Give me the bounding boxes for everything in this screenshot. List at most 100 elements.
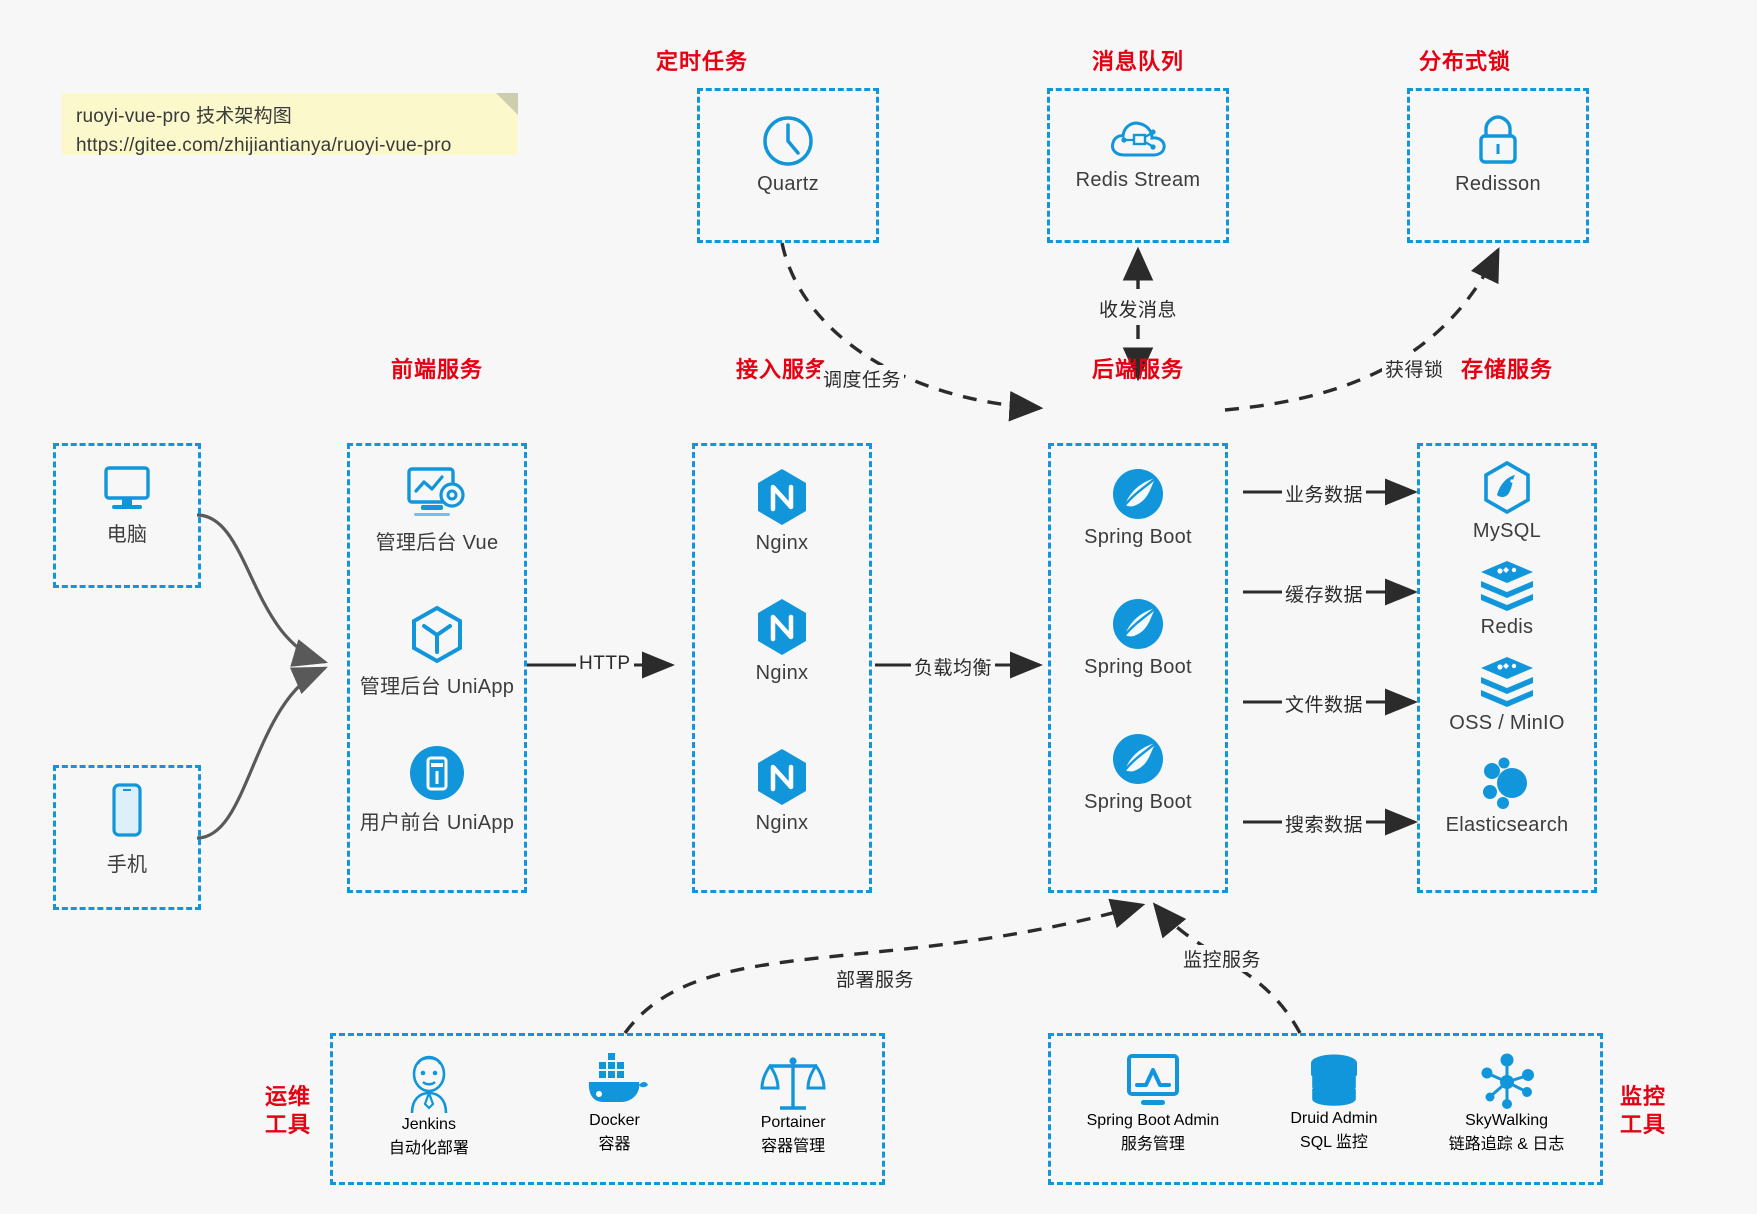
node-desc: 服务管理 bbox=[1120, 1136, 1185, 1153]
mysql-dolphin-icon bbox=[1484, 460, 1530, 515]
node-mysql[interactable]: MySQL bbox=[1420, 460, 1594, 543]
node-label: Nginx bbox=[755, 812, 809, 834]
node-label: Quartz bbox=[757, 173, 819, 195]
node-desc: 链路追踪 & 日志 bbox=[1448, 1136, 1565, 1153]
node-label: 用户前台 UniApp bbox=[359, 812, 515, 834]
client-box-desktop[interactable]: 电脑 bbox=[53, 443, 201, 588]
node-spring-boot-1[interactable]: Spring Boot bbox=[1051, 466, 1225, 549]
node-jenkins[interactable]: Jenkins 自动化部署 bbox=[389, 1052, 469, 1158]
node-portainer[interactable]: Portainer 容器管理 bbox=[760, 1052, 826, 1156]
node-admin-uniapp[interactable]: 管理后台 UniApp bbox=[350, 604, 524, 699]
dashboard-gear-icon bbox=[407, 467, 465, 516]
node-nginx-1[interactable]: Nginx bbox=[695, 466, 869, 555]
edge-label-acquire-lock: 获得锁 bbox=[1382, 355, 1447, 382]
node-name: Druid Admin bbox=[1290, 1110, 1378, 1127]
group-title-storage: 存储服务 bbox=[1460, 357, 1553, 382]
group-title-frontend: 前端服务 bbox=[390, 357, 483, 382]
group-title-devops-line2: 工具 bbox=[264, 1111, 311, 1137]
node-label: 管理后台 Vue bbox=[375, 532, 499, 554]
edge-label-schedule-task: 调度任务 bbox=[820, 365, 905, 392]
desktop-monitor-icon bbox=[104, 466, 150, 509]
spring-boot-icon bbox=[1113, 599, 1163, 649]
node-admin-vue[interactable]: 管理后台 Vue bbox=[350, 464, 524, 555]
node-desc: 自动化部署 bbox=[388, 1140, 469, 1157]
node-name: Docker bbox=[589, 1112, 640, 1129]
clock-icon bbox=[763, 116, 813, 166]
edge-label-business-data: 业务数据 bbox=[1282, 480, 1367, 507]
node-label: Redisson bbox=[1455, 173, 1541, 195]
node-elasticsearch[interactable]: Elasticsearch bbox=[1420, 756, 1594, 837]
node-redisson[interactable]: Redisson bbox=[1410, 113, 1586, 196]
group-title-devops-line1: 运维 bbox=[264, 1084, 311, 1109]
node-label: Spring Boot bbox=[1084, 656, 1192, 678]
mobile-app-icon bbox=[410, 746, 464, 800]
elasticsearch-icon bbox=[1483, 757, 1527, 809]
mobile-phone-icon bbox=[112, 783, 142, 837]
node-user-uniapp[interactable]: 用户前台 UniApp bbox=[350, 744, 524, 835]
node-name: Spring Boot Admin bbox=[1086, 1112, 1220, 1129]
node-skywalking[interactable]: SkyWalking 链路追踪 & 日志 bbox=[1448, 1052, 1565, 1154]
note-line-2: https://gitee.com/zhijiantianya/ruoyi-vu… bbox=[76, 135, 452, 157]
nginx-icon bbox=[758, 599, 806, 655]
node-name: SkyWalking bbox=[1465, 1112, 1549, 1129]
cloud-network-icon bbox=[1111, 121, 1166, 157]
edge-label-monitor-service: 监控服务 bbox=[1180, 945, 1265, 972]
group-title-gateway: 接入服务 bbox=[735, 357, 828, 382]
node-name: Jenkins bbox=[401, 1116, 456, 1133]
node-name: Portainer bbox=[760, 1114, 826, 1131]
edge-label-cache-data: 缓存数据 bbox=[1282, 580, 1367, 607]
redis-stack-icon bbox=[1481, 561, 1533, 611]
node-label: Spring Boot bbox=[1084, 526, 1192, 548]
monitor-chart-icon bbox=[1126, 1054, 1179, 1105]
node-label: Redis Stream bbox=[1075, 169, 1201, 191]
group-title-monitor-line1: 监控 bbox=[1619, 1084, 1666, 1109]
group-title-backend: 后端服务 bbox=[1091, 357, 1184, 382]
scales-balance-icon bbox=[760, 1057, 826, 1110]
group-box-scheduled-task: Quartz bbox=[697, 88, 879, 243]
network-nodes-icon bbox=[1481, 1053, 1534, 1109]
spring-boot-icon bbox=[1113, 734, 1163, 784]
node-label: OSS / MinIO bbox=[1449, 712, 1565, 734]
node-desc: 容器管理 bbox=[761, 1138, 826, 1155]
node-desktop[interactable]: 电脑 bbox=[56, 462, 198, 547]
node-label: 电脑 bbox=[106, 524, 148, 546]
edge-label-http: HTTP bbox=[576, 653, 634, 675]
group-title-message-queue: 消息队列 bbox=[1091, 49, 1184, 74]
group-box-storage: MySQL Redis OSS / MinIO bbox=[1417, 443, 1597, 893]
group-box-distributed-lock: Redisson bbox=[1407, 88, 1589, 243]
group-box-backend: Spring Boot Spring Boot Spring Boot bbox=[1048, 443, 1228, 893]
node-label: Spring Boot bbox=[1084, 791, 1192, 813]
group-title-monitor-line2: 工具 bbox=[1619, 1111, 1666, 1137]
group-box-gateway: Nginx Nginx Nginx bbox=[692, 443, 872, 893]
client-box-mobile[interactable]: 手机 bbox=[53, 765, 201, 910]
group-title-scheduled-task: 定时任务 bbox=[655, 49, 748, 74]
lock-icon bbox=[1479, 115, 1517, 164]
database-cylinder-icon bbox=[1309, 1054, 1359, 1109]
node-nginx-3[interactable]: Nginx bbox=[695, 746, 869, 835]
node-redis-stream[interactable]: Redis Stream bbox=[1050, 113, 1226, 192]
group-title-devops: 运维 工具 bbox=[253, 1083, 323, 1138]
uniapp-cube-icon bbox=[412, 605, 462, 664]
node-redis[interactable]: Redis bbox=[1420, 558, 1594, 639]
node-label: Nginx bbox=[755, 662, 809, 684]
nginx-icon bbox=[758, 469, 806, 525]
node-label: 管理后台 UniApp bbox=[359, 676, 515, 698]
node-spring-boot-3[interactable]: Spring Boot bbox=[1051, 731, 1225, 814]
node-spring-boot-2[interactable]: Spring Boot bbox=[1051, 596, 1225, 679]
group-box-monitor: Spring Boot Admin 服务管理 Druid Admin SQL 监… bbox=[1048, 1033, 1603, 1185]
node-spring-boot-admin[interactable]: Spring Boot Admin 服务管理 bbox=[1086, 1052, 1220, 1154]
node-mobile[interactable]: 手机 bbox=[56, 782, 198, 877]
note-fold-corner bbox=[496, 93, 518, 115]
node-desc: SQL 监控 bbox=[1300, 1134, 1368, 1151]
docker-whale-icon bbox=[588, 1053, 648, 1102]
node-nginx-2[interactable]: Nginx bbox=[695, 596, 869, 685]
note-line-1: ruoyi-vue-pro 技术架构图 bbox=[76, 106, 293, 127]
edge-label-load-balance: 负载均衡 bbox=[911, 653, 996, 680]
node-docker[interactable]: Docker 容器 bbox=[581, 1052, 649, 1154]
node-oss-minio[interactable]: OSS / MinIO bbox=[1420, 654, 1594, 735]
node-quartz[interactable]: Quartz bbox=[700, 113, 876, 196]
node-druid-admin[interactable]: Druid Admin SQL 监控 bbox=[1290, 1052, 1378, 1152]
node-label: 手机 bbox=[106, 854, 148, 876]
group-title-monitor: 监控 工具 bbox=[1608, 1083, 1678, 1138]
group-box-frontend: 管理后台 Vue 管理后台 UniApp 用户前台 UniApp bbox=[347, 443, 527, 893]
